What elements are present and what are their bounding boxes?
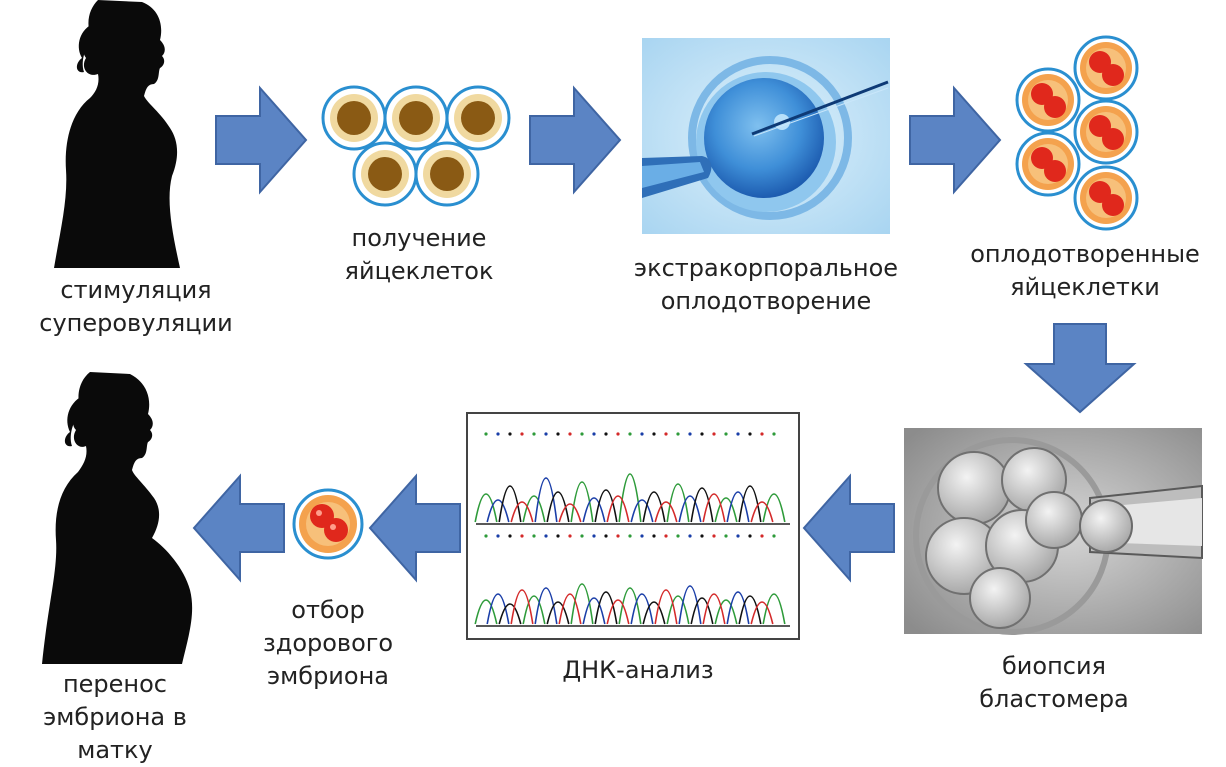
label-transfer: перенос эмбриона в матку	[43, 670, 187, 764]
arrow-right-1	[215, 85, 308, 195]
dna-chromatogram-image	[466, 412, 800, 640]
pregnant-woman-silhouette-icon	[42, 372, 193, 664]
label-dna: ДНК-анализ	[562, 656, 714, 684]
arrow-right-2	[529, 85, 622, 195]
ivf-microscope-image	[642, 38, 890, 234]
arrow-left-1	[192, 473, 285, 583]
selected-embryo-icon	[292, 488, 364, 560]
eggs-cluster-icon	[321, 85, 511, 207]
label-selection: отбор здорового эмбриона	[262, 596, 394, 690]
fertilized-eggs-icon	[1015, 35, 1139, 231]
woman-silhouette-icon	[54, 0, 180, 268]
label-biopsy: биопсия бластомера	[979, 652, 1129, 713]
label-ivf: экстракорпоральное оплодотворение	[633, 254, 899, 315]
arrow-right-3	[909, 85, 1002, 195]
label-retrieval: получение яйцеклеток	[344, 224, 494, 285]
blastomere-biopsy-image	[904, 428, 1203, 635]
label-fertilized: оплодотворенные яйцеклетки	[970, 240, 1200, 301]
arrow-left-3	[802, 473, 895, 583]
label-stimulation: стимуляция суперовуляции	[39, 276, 233, 337]
arrow-left-2	[368, 473, 461, 583]
arrow-down	[1023, 323, 1137, 414]
